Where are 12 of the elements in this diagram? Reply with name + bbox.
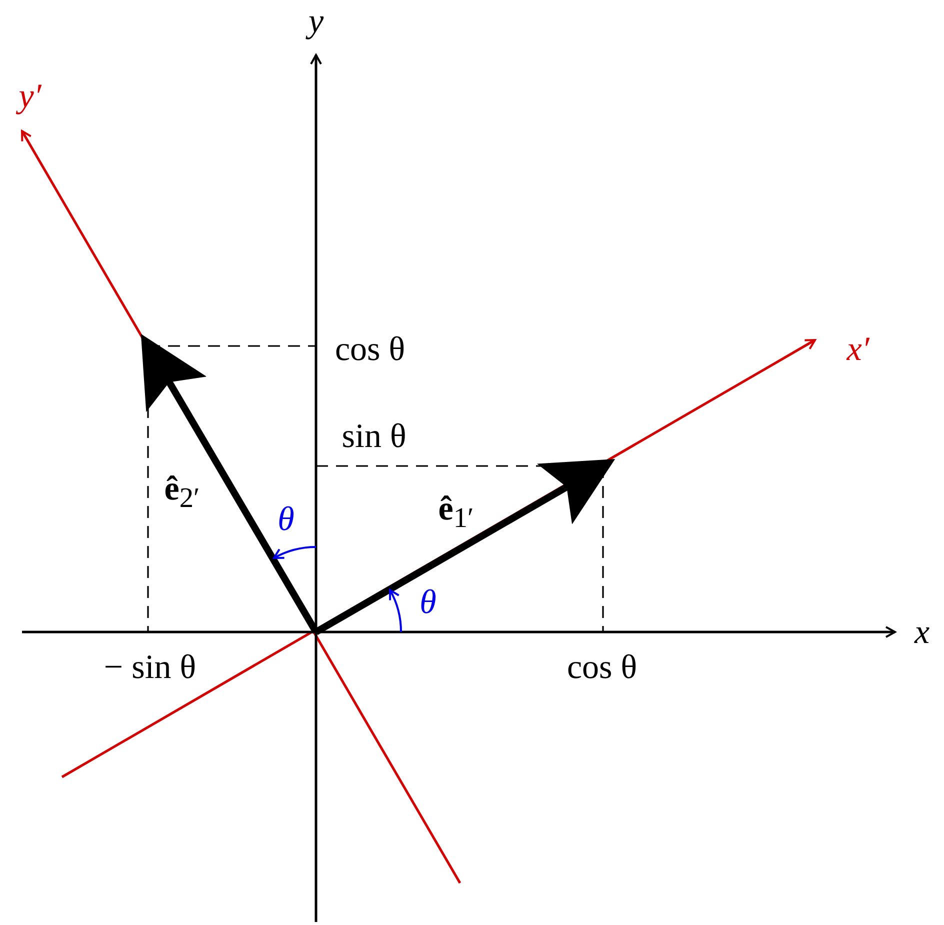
vector-label: ê$_{2′}$ xyxy=(164,472,200,514)
angle-label: θ xyxy=(278,503,294,537)
coordinate-label: cos θ xyxy=(566,651,638,685)
angle-label: θ xyxy=(420,586,436,620)
vector-label: ê$_{1′}$ xyxy=(438,492,474,534)
coordinate-label: − sin θ xyxy=(104,651,196,685)
axis-label: y xyxy=(308,5,324,39)
axis-label: x′ xyxy=(846,333,870,367)
axis-label: y′ xyxy=(18,80,42,114)
coordinate-label: sin θ xyxy=(342,420,406,454)
coordinate-label: cos θ xyxy=(334,333,406,367)
axis-label: x xyxy=(914,616,930,650)
